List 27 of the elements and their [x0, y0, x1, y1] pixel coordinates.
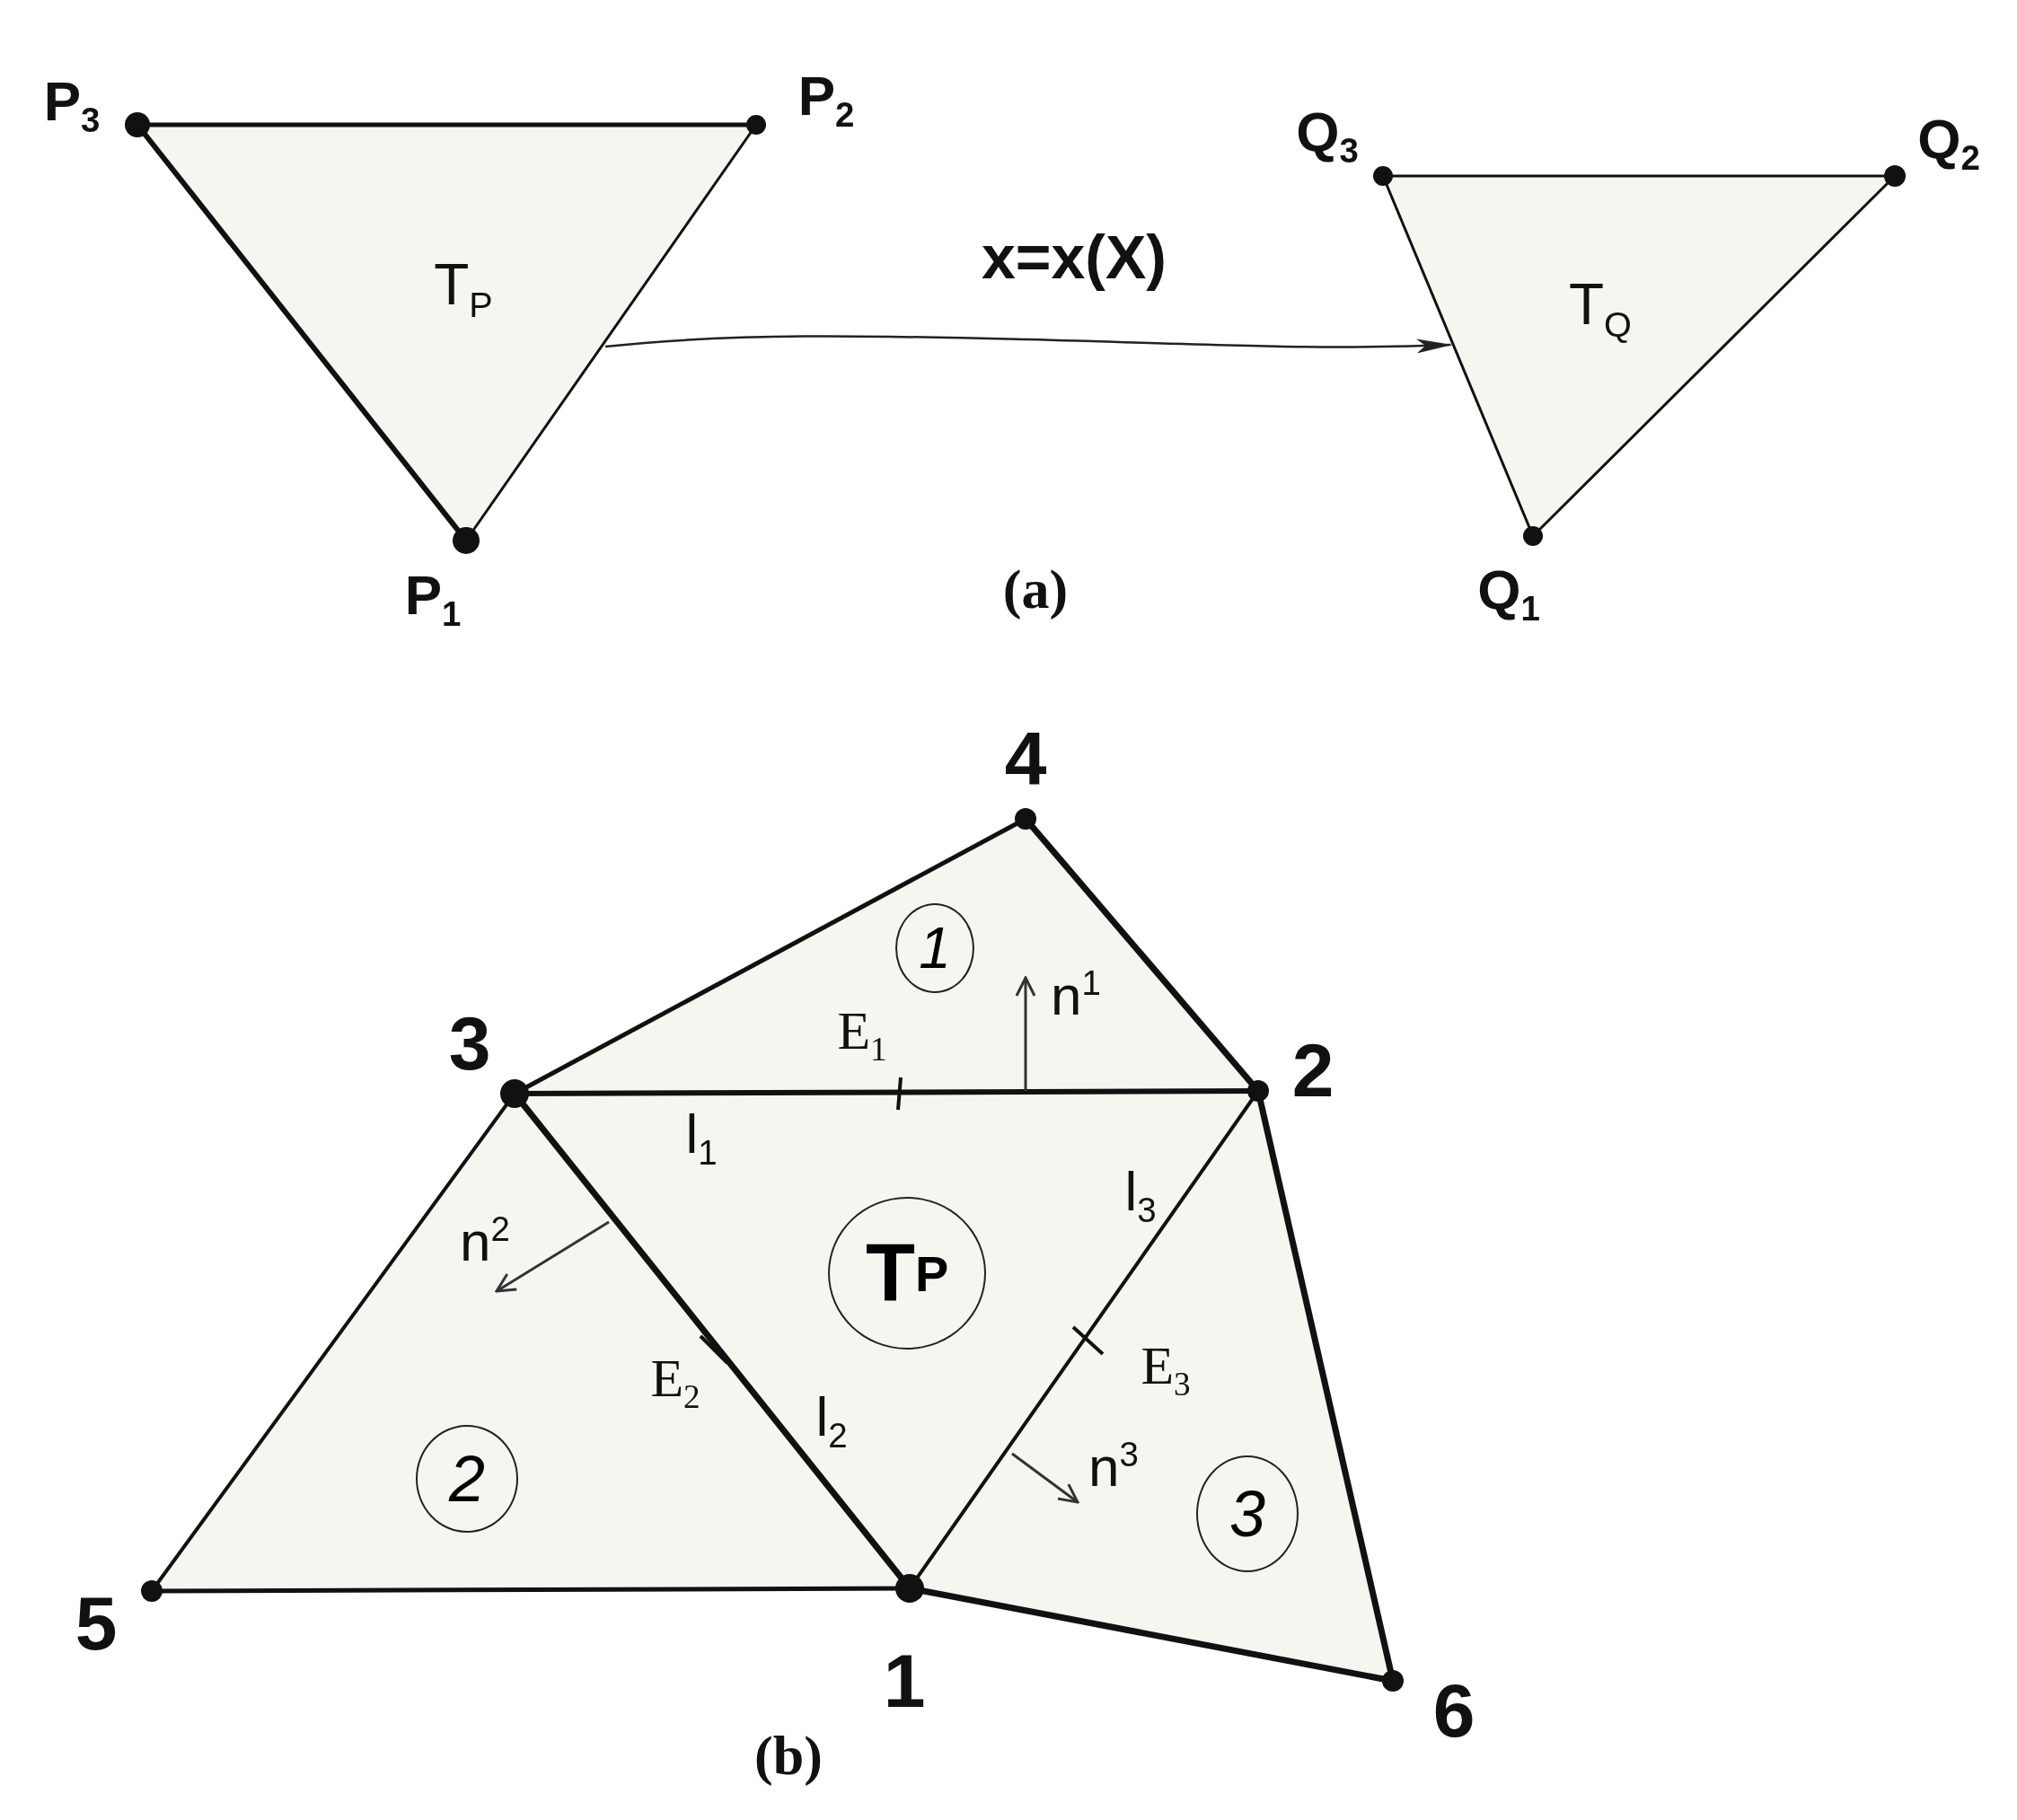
vertex-number: 1	[883, 1643, 926, 1719]
vertex-label: P$_{3}$	[43, 74, 101, 138]
vertex-label: P$_{1}$	[404, 567, 462, 632]
edge-length-label: l$_{3}$	[1124, 1164, 1157, 1228]
circled-number: 2	[416, 1425, 518, 1533]
normal-label: n$^{2}$	[460, 1212, 510, 1270]
normal-label: n$^{1}$	[1051, 966, 1101, 1024]
vertex-number: 2	[1291, 1033, 1334, 1108]
normal-label: n$^{3}$	[1088, 1438, 1139, 1495]
edge-name: E$_{1}$	[837, 1004, 887, 1067]
triangle-label: T$_{P}$	[434, 255, 493, 323]
edge-name: E$_{2}$	[650, 1351, 700, 1414]
vertex-label: Q$_{3}$	[1296, 104, 1359, 169]
triangle-label: T$_{Q}$	[1569, 275, 1632, 343]
vertex-number: 3	[448, 1006, 491, 1081]
vertex-label: Q$_{2}$	[1917, 111, 1980, 176]
vertex-number: 5	[75, 1586, 118, 1661]
vertex-label: P$_{2}$	[797, 68, 855, 133]
circled-number: 1	[895, 903, 974, 993]
vertex-number: 4	[1004, 721, 1047, 796]
circled-number: 3	[1196, 1455, 1299, 1572]
arrow	[604, 335, 1453, 354]
vertex-label: Q$_{1}$	[1477, 562, 1540, 627]
vertex-number: 6	[1432, 1673, 1475, 1748]
edge-length-label: l$_{1}$	[685, 1106, 718, 1171]
edge-length-label: l$_{2}$	[815, 1389, 848, 1454]
edge-name: E$_{3}$	[1141, 1339, 1191, 1402]
